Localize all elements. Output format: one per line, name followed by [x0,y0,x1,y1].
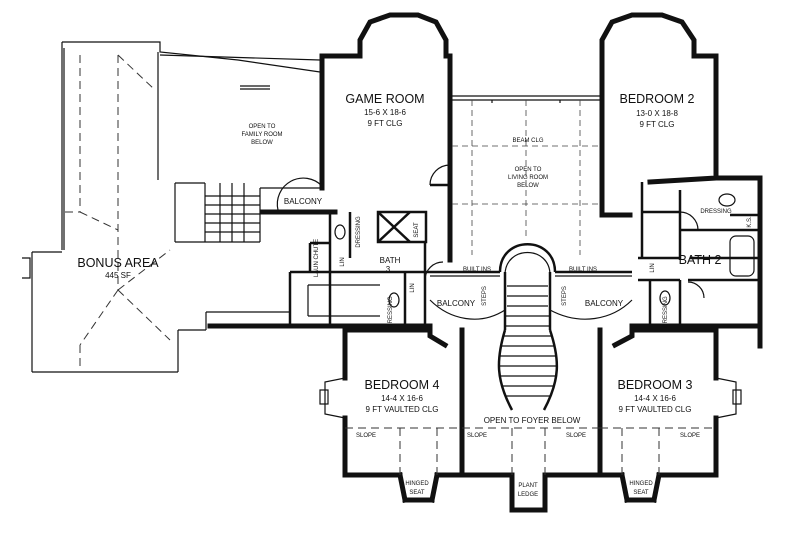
open-living-line3: BELOW [517,183,539,189]
bath3-name: BATH [380,256,401,265]
lin-left-top: LIN [340,257,346,266]
stair-treads [205,183,260,242]
steps-right: STEPS [562,286,568,306]
game-room-dim: 15-6 X 18-6 [364,108,406,117]
bedroom4-dim: 14-4 X 16-6 [381,394,423,403]
open-family-line3: BELOW [251,140,273,146]
ks-label: K.S. [747,216,753,228]
hinged-left: HINGED [405,481,429,487]
living-open-grid [450,95,602,255]
bedroom4-clg: 9 FT VAULTED CLG [366,405,439,414]
bonus-area-walls [22,41,321,373]
bath3-walls [288,210,444,326]
balconies-and-stair [429,243,633,411]
slope-4: SLOPE [680,433,700,439]
laun-chute-label: LAUN CHUTE [314,239,320,277]
main-stair-treads [500,285,556,397]
game-room-walls [319,12,453,263]
bedroom2-walls [599,12,763,349]
bedroom2-dim: 13-0 X 18-8 [636,109,678,118]
open-family-line2: FAMILY ROOM [241,132,282,138]
bath2-walls [638,182,760,326]
open-family-line1: OPEN TO [249,124,276,130]
dressing-left-top: DRESSING [356,216,362,248]
open-living-line2: LIVING ROOM [508,175,548,181]
steps-left: STEPS [482,286,488,306]
plant-label: PLANT [518,483,538,489]
bonus-area-sf: 445 SF [105,271,131,280]
ledge-label: LEDGE [518,492,538,498]
bedroom3-clg: 9 FT VAULTED CLG [619,405,692,414]
seat-label: SEAT [414,222,420,238]
dressing-right-bottom: DRESSING [663,296,669,328]
family-open-area [159,54,338,243]
dressing-left-bottom: DRESSING [388,296,394,328]
open-foyer-label: OPEN TO FOYER BELOW [484,416,581,425]
dressing-right-top: DRESSING [700,209,732,215]
slope-3: SLOPE [566,433,586,439]
lower-bedrooms-walls [207,323,763,513]
game-room-name: GAME ROOM [345,92,424,106]
balcony-label-left: BALCONY [437,299,476,308]
seat-right: SEAT [633,490,649,496]
slope-2: SLOPE [467,433,487,439]
bedroom3-dim: 14-4 X 16-6 [634,394,676,403]
bath3-number: 3 [386,265,391,274]
bath2-name: BATH 2 [679,253,722,267]
balcony-label-top: BALCONY [284,197,323,206]
open-living-line1: OPEN TO [515,167,542,173]
hinged-right: HINGED [629,481,653,487]
lin-right: LIN [650,263,656,272]
bedroom2-clg: 9 FT CLG [640,120,675,129]
lin-left-bottom: LIN [410,283,416,292]
bedroom2-name: BEDROOM 2 [619,92,694,106]
bedroom3-name: BEDROOM 3 [617,378,692,392]
game-room-clg: 9 FT CLG [368,119,403,128]
built-ins-right: BUILT INS [569,267,597,273]
built-ins-left: BUILT INS [463,267,491,273]
beam-clg-label: BEAM CLG [512,138,543,144]
bedroom4-name: BEDROOM 4 [364,378,439,392]
balcony-label-right: BALCONY [585,299,624,308]
slope-1: SLOPE [356,433,376,439]
seat-left: SEAT [409,490,425,496]
bonus-area-name: BONUS AREA [77,256,159,270]
